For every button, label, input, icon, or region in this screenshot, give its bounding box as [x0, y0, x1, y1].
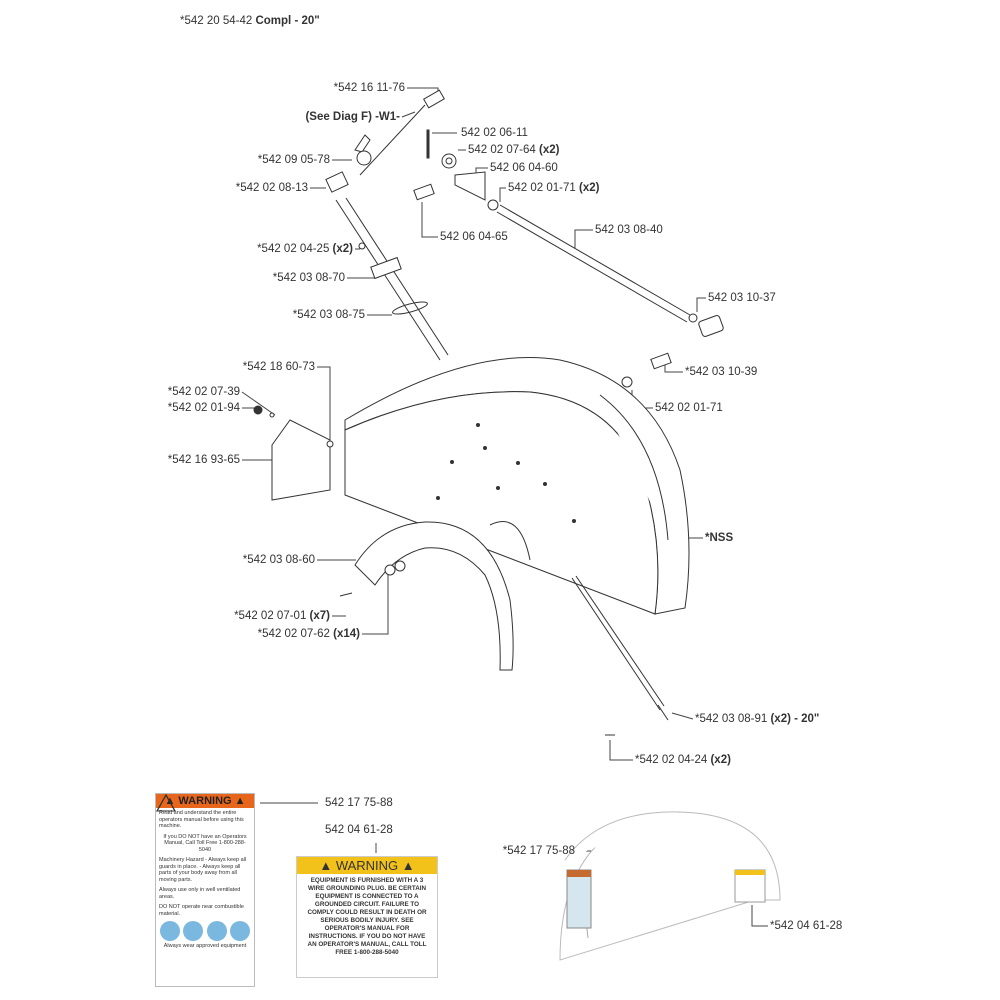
part-label[interactable]: 542 06 04-65	[440, 231, 508, 243]
ppe-icon	[159, 921, 180, 941]
ppe-icons	[156, 919, 254, 943]
part-label[interactable]: 542 02 01-71	[655, 402, 723, 414]
part-number: *542 02 07-01	[234, 610, 307, 622]
part-label[interactable]: 542 03 08-40	[595, 224, 663, 236]
part-label[interactable]: *542 17 75-88	[502, 845, 575, 857]
warning-triangle-icon	[156, 794, 176, 812]
quantity: (x7)	[309, 610, 330, 622]
ppe-icon	[183, 921, 204, 941]
part-label[interactable]: *542 02 07-01 (x7)	[234, 610, 330, 623]
part-label[interactable]: 542 17 75-88	[325, 797, 393, 809]
part-label[interactable]: *542 02 07-39	[167, 386, 240, 398]
part-label[interactable]: 542 02 06-11	[461, 127, 528, 139]
part-label[interactable]: 542 06 04-60	[490, 162, 558, 174]
warning-text: If you DO NOT have an Operators Manual, …	[163, 833, 247, 853]
see-diagram-reference[interactable]: (See Diag F) -W1-	[305, 111, 400, 123]
quantity: (x2) - 20"	[770, 713, 820, 725]
part-number: *542 02 07-62	[257, 628, 330, 640]
quantity: (x14)	[333, 628, 360, 640]
quantity: (x2)	[579, 182, 600, 194]
part-label[interactable]: *NSS	[705, 532, 734, 544]
part-label[interactable]: 542 02 01-71 (x2)	[508, 182, 599, 195]
assembly-title: *542 20 54-42 Compl - 20"	[180, 15, 320, 28]
side-plate	[253, 405, 334, 501]
warning-heading-text: WARNING	[335, 858, 399, 873]
part-label[interactable]: *542 03 08-70	[272, 272, 345, 284]
part-label[interactable]: *542 18 60-73	[242, 361, 315, 373]
quantity: (x2)	[710, 754, 731, 766]
part-label[interactable]: *542 02 08-13	[235, 182, 308, 194]
part-label[interactable]: *542 02 01-94	[167, 402, 240, 414]
quantity: (x2)	[332, 243, 353, 255]
warning-text: Always use only in well ventilated areas…	[159, 887, 241, 900]
warning-text: DO NOT operate near combustible material…	[159, 904, 244, 917]
blade-guard	[344, 357, 690, 615]
part-number: 542 02 01-71	[508, 182, 576, 194]
part-label[interactable]: *542 04 61-28	[770, 920, 843, 932]
warning-heading: ▲ WARNING ▲	[297, 857, 437, 874]
warning-text: Machinery Hazard - Always keep all guard…	[159, 857, 247, 883]
warning-text: EQUIPMENT IS FURNISHED WITH A 3 WIRE GRO…	[307, 877, 427, 956]
part-label[interactable]: *542 09 05-78	[257, 154, 330, 166]
part-number: *542 02 04-25	[257, 243, 330, 255]
inner-arc	[339, 521, 514, 671]
assembly-description: Compl - 20"	[255, 15, 320, 27]
part-label[interactable]: *542 03 08-60	[242, 554, 315, 566]
guard-overview	[559, 811, 781, 961]
part-label[interactable]: *542 03 08-75	[292, 309, 365, 321]
ppe-icon	[206, 921, 227, 941]
part-number: *542 02 04-24	[635, 754, 708, 766]
part-number: *542 03 08-91	[695, 713, 768, 725]
warning-text: Read and understand the entire operators…	[159, 810, 244, 829]
part-label[interactable]: *542 02 04-24 (x2)	[635, 754, 731, 767]
coolant-tube	[335, 197, 449, 361]
part-label[interactable]: 542 03 10-37	[708, 292, 776, 304]
quantity: (x2)	[539, 144, 560, 156]
part-label[interactable]: 542 04 61-28	[325, 824, 393, 836]
part-label[interactable]: *542 16 93-65	[167, 454, 240, 466]
fittings	[325, 89, 724, 388]
part-label[interactable]: *542 02 04-25 (x2)	[257, 243, 353, 256]
part-label[interactable]: *542 03 08-91 (x2) - 20"	[695, 713, 819, 726]
part-label[interactable]: *542 16 11-76	[333, 82, 405, 94]
warning-decal-542-17-75-88: ▲ WARNING ▲ Read and understand the enti…	[155, 793, 255, 987]
part-number: 542 02 07-64	[468, 144, 536, 156]
part-label[interactable]: *542 02 07-62 (x14)	[258, 628, 360, 641]
warning-decal-542-04-61-28: ▲ WARNING ▲ EQUIPMENT IS FURNISHED WITH …	[296, 856, 438, 978]
part-label[interactable]: *542 03 10-39	[685, 366, 758, 378]
part-label[interactable]: 542 02 07-64 (x2)	[468, 144, 559, 157]
ppe-icon	[230, 921, 251, 941]
support-rod	[571, 575, 669, 736]
warning-heading-text: WARNING	[178, 795, 232, 807]
assembly-part-number: *542 20 54-42	[180, 15, 253, 27]
warning-text: Always wear approved equipment	[163, 943, 247, 949]
